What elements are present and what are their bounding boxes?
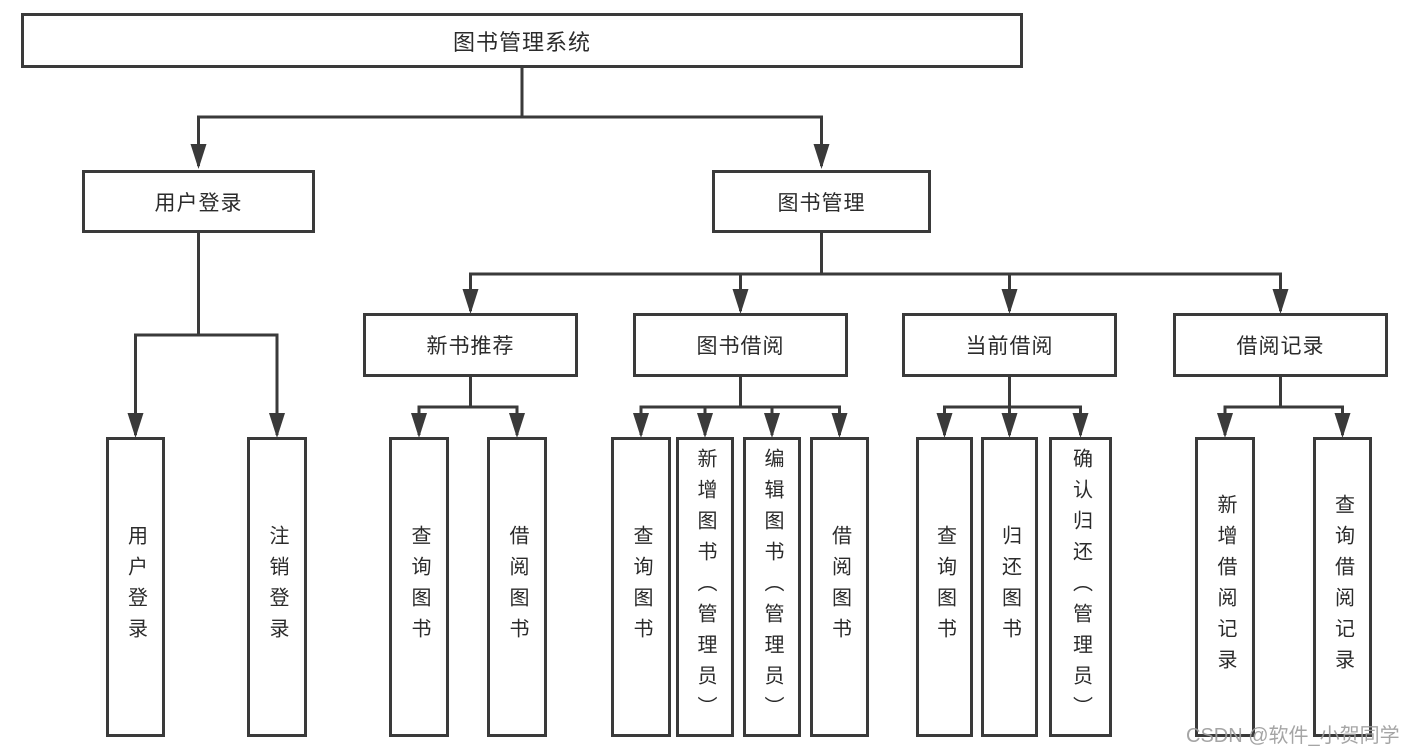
leaf-borrow-books-label: 借阅图书: [828, 525, 851, 649]
leaf-add-books-admin: 新增图书（管理员）: [676, 437, 734, 737]
leaf-newbook-query-books: 查询图书: [389, 437, 449, 737]
leaf-confirm-return-admin-label: 确认归还（管理员）: [1069, 447, 1092, 727]
leaf-user-login: 用户登录: [106, 437, 165, 737]
connector-userlogin-branch: [134, 333, 279, 435]
connector-newbook-branch: [417, 405, 519, 435]
leaf-query-borrow-record: 查询借阅记录: [1313, 437, 1372, 737]
leaf-current-query-books-label: 查询图书: [933, 525, 956, 649]
node-root-label: 图书管理系统: [452, 29, 591, 55]
node-user-login: 用户登录: [82, 170, 315, 233]
leaf-user-login-label: 用户登录: [124, 525, 147, 649]
leaf-return-books: 归还图书: [981, 437, 1038, 737]
leaf-borrow-query-books-label: 查询图书: [630, 525, 652, 649]
node-root: 图书管理系统: [21, 13, 1023, 68]
arrowheads: [127, 144, 1351, 438]
connector-level3-branch: [469, 272, 1282, 311]
leaf-edit-books-admin-label: 编辑图书（管理员）: [761, 447, 783, 727]
leaf-confirm-return-admin: 确认归还（管理员）: [1049, 437, 1112, 737]
node-book-management-label: 图书管理: [777, 191, 866, 215]
node-user-login-label: 用户登录: [154, 191, 243, 215]
node-new-book-recommend-label: 新书推荐: [426, 335, 515, 358]
connector-borrow-branch: [639, 405, 841, 435]
node-new-book-recommend: 新书推荐: [363, 313, 578, 377]
node-borrow-records-label: 借阅记录: [1236, 335, 1325, 358]
connector-level2-branch: [197, 115, 823, 166]
leaf-add-borrow-record: 新增借阅记录: [1195, 437, 1255, 737]
leaf-return-books-label: 归还图书: [998, 525, 1021, 649]
leaf-logout: 注销登录: [247, 437, 307, 737]
csdn-watermark: CSDN @软件_小贺同学: [1186, 725, 1400, 747]
leaf-add-borrow-record-label: 新增借阅记录: [1214, 494, 1236, 680]
leaf-edit-books-admin: 编辑图书（管理员）: [743, 437, 801, 737]
leaf-borrow-books: 借阅图书: [810, 437, 869, 737]
leaf-add-books-admin-label: 新增图书（管理员）: [694, 447, 716, 727]
connector-records-branch: [1223, 405, 1344, 435]
node-book-borrow: 图书借阅: [633, 313, 848, 377]
node-current-borrow-label: 当前借阅: [965, 335, 1054, 358]
leaf-newbook-query-books-label: 查询图书: [408, 525, 430, 649]
node-borrow-records: 借阅记录: [1173, 313, 1388, 377]
leaf-logout-label: 注销登录: [266, 525, 288, 649]
leaf-query-borrow-record-label: 查询借阅记录: [1331, 494, 1354, 680]
leaf-borrow-query-books: 查询图书: [611, 437, 671, 737]
leaf-current-query-books: 查询图书: [916, 437, 973, 737]
node-current-borrow: 当前借阅: [902, 313, 1117, 377]
node-book-borrow-label: 图书借阅: [696, 335, 785, 358]
node-book-management: 图书管理: [712, 170, 931, 233]
leaf-newbook-borrow-books-label: 借阅图书: [506, 525, 528, 649]
leaf-newbook-borrow-books: 借阅图书: [487, 437, 547, 737]
